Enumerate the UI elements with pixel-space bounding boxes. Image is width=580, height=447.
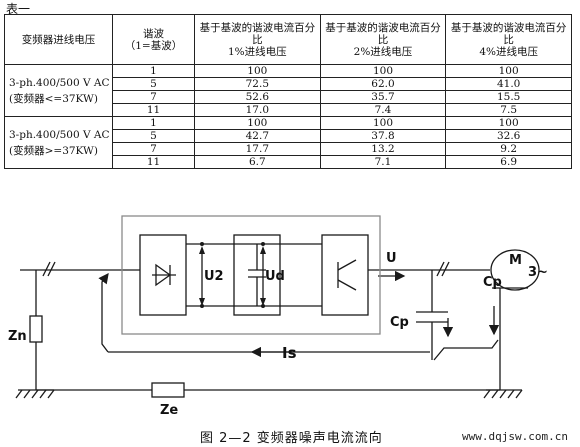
igbt-icon [337,279,357,291]
break-mark [441,261,450,277]
u2-arrowhead [199,246,205,254]
capacitor-block [233,234,281,316]
ground-icon [23,389,31,399]
ud-arrowhead [260,246,266,254]
table-cell: 1 [112,64,195,78]
ground-icon [31,389,39,399]
u-label: U [386,251,397,266]
watermark: www.dqjsw.com.cn [462,430,568,443]
cp-label: Cp [390,315,409,330]
u2-label: U2 [204,269,224,284]
return-path [98,272,109,353]
ground-icon [39,389,47,399]
table-cell: 100 [319,64,447,78]
table-cell: 62.0 [319,77,447,91]
m-label: M [509,253,522,268]
table-cell: 7.4 [319,103,447,117]
group-label-cell: 3-ph.400/500 V AC(变频器<=37KW) [4,64,113,117]
break-mark [47,261,56,277]
table-cell: 42.7 [194,129,321,143]
cp-motor-label: Cp [483,275,502,290]
table-cell: 1 [112,116,195,130]
table-cell: 6.9 [445,155,572,169]
table-cell: 52.6 [194,90,321,104]
table-cell: 100 [445,64,572,78]
ground-icon [15,389,23,399]
ground-icon [483,389,491,399]
table-cell: 100 [194,64,321,78]
junction-dot [261,242,265,246]
ud-label: Ud [265,269,285,284]
break-mark [436,261,445,277]
noise-current-diagram: U2 Ud U M 3~ Cp Cp Zn Is Ze [8,215,548,418]
table-cell: 100 [319,116,447,130]
junction-dot [200,242,204,246]
diode-icon [155,263,172,287]
ground-icon [499,389,507,399]
ze-resistor [151,382,185,398]
table-cell: 5 [112,129,195,143]
table-cell: 6.7 [194,155,321,169]
table-caption: 表一 [6,2,31,16]
zn-resistor [29,315,43,343]
break-mark [42,261,51,277]
ground-icon [507,389,515,399]
ground-icon [47,389,55,399]
table-cell: 72.5 [194,77,321,91]
header-cell: 变频器进线电压 [4,14,113,65]
table-cell: 11 [112,103,195,117]
ud-arrowhead [260,298,266,306]
table-cell: 41.0 [445,77,572,91]
table-cell: 5 [112,77,195,91]
table-cell: 13.2 [319,142,447,156]
table-cell: 100 [194,116,321,130]
table-cell: 37.8 [319,129,447,143]
is-label: Is [282,344,297,362]
table-cell: 17.7 [194,142,321,156]
header-cell: 谐波（1=基波） [112,14,195,65]
table-cell: 15.5 [445,90,572,104]
table-cell: 9.2 [445,142,572,156]
noise-path [433,339,499,361]
ze-label: Ze [160,403,178,418]
inverter-block [321,234,369,316]
table-cell: 100 [445,116,572,130]
rectifier-block [139,234,187,316]
table-cell: 7 [112,90,195,104]
table-cell: 17.0 [194,103,321,117]
three-label: 3~ [528,265,548,280]
table-cell: 32.6 [445,129,572,143]
junction-dot [200,304,204,308]
table-cell: 7.1 [319,155,447,169]
figure-caption: 图 2—2 变频器噪声电流流向 [200,431,383,446]
junction-dot [261,304,265,308]
drive-frame [121,215,381,335]
ground-icon [515,389,523,399]
ground-icon [491,389,499,399]
motor-icon [490,249,540,291]
table-cell: 7 [112,142,195,156]
group-label-cell: 3-ph.400/500 V AC(变频器>=37KW) [4,116,113,169]
u2-arrowhead [199,298,205,306]
table-cell: 35.7 [319,90,447,104]
table-cell: 11 [112,155,195,169]
table-cell: 7.5 [445,103,572,117]
igbt-icon [337,259,357,271]
zn-label: Zn [8,329,27,344]
